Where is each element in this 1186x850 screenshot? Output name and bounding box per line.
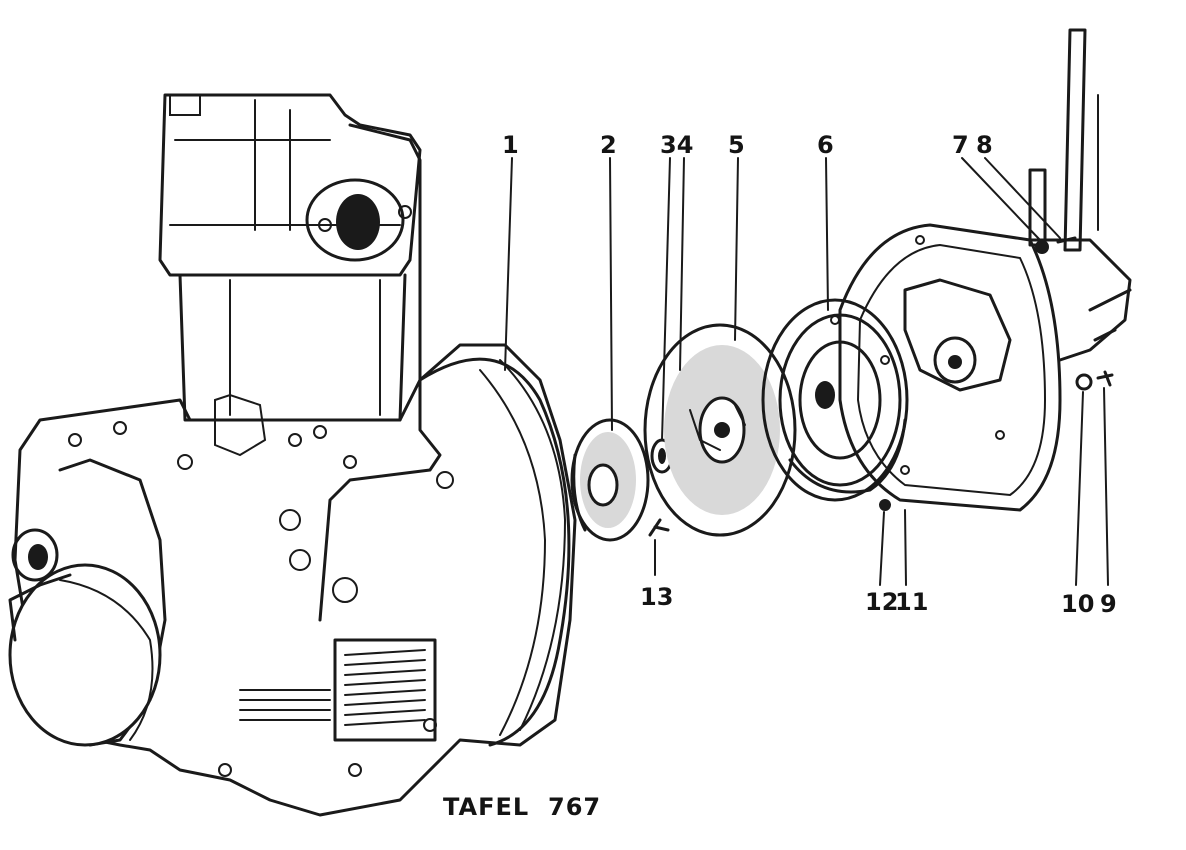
callout-9: 9 <box>1100 590 1117 618</box>
leader-lines <box>504 157 1109 586</box>
callout-10: 10 <box>1061 590 1094 618</box>
callout-2: 2 <box>600 131 617 159</box>
part-7-8-bolts <box>1035 236 1077 254</box>
part-13-bolt <box>648 518 670 537</box>
part-2-bearing <box>570 418 650 542</box>
plate-number: 767 <box>548 793 601 821</box>
part-11-gearbox-housing <box>838 28 1132 512</box>
part-6-pressure-plate <box>761 298 909 502</box>
part-10-washer <box>1075 373 1093 391</box>
part-12-nut <box>879 499 891 511</box>
part-9-bolt <box>1096 370 1114 387</box>
callout-13: 13 <box>640 583 673 611</box>
callout-labels: 1 2 34 5 6 7 8 13 12 11 10 9 <box>502 131 1117 618</box>
part-5-clutch-disc <box>643 323 797 537</box>
plate-caption: TAFEL 767 <box>443 793 601 821</box>
callout-34: 34 <box>660 131 693 159</box>
callout-8: 8 <box>976 131 993 159</box>
plate-word: TAFEL <box>443 793 529 821</box>
callout-5: 5 <box>728 131 745 159</box>
callout-11: 11 <box>895 588 928 616</box>
engine-block <box>8 93 577 817</box>
callout-1: 1 <box>502 131 519 159</box>
callout-7: 7 <box>952 131 969 159</box>
callout-6: 6 <box>817 131 834 159</box>
callout-12: 12 <box>865 588 898 616</box>
